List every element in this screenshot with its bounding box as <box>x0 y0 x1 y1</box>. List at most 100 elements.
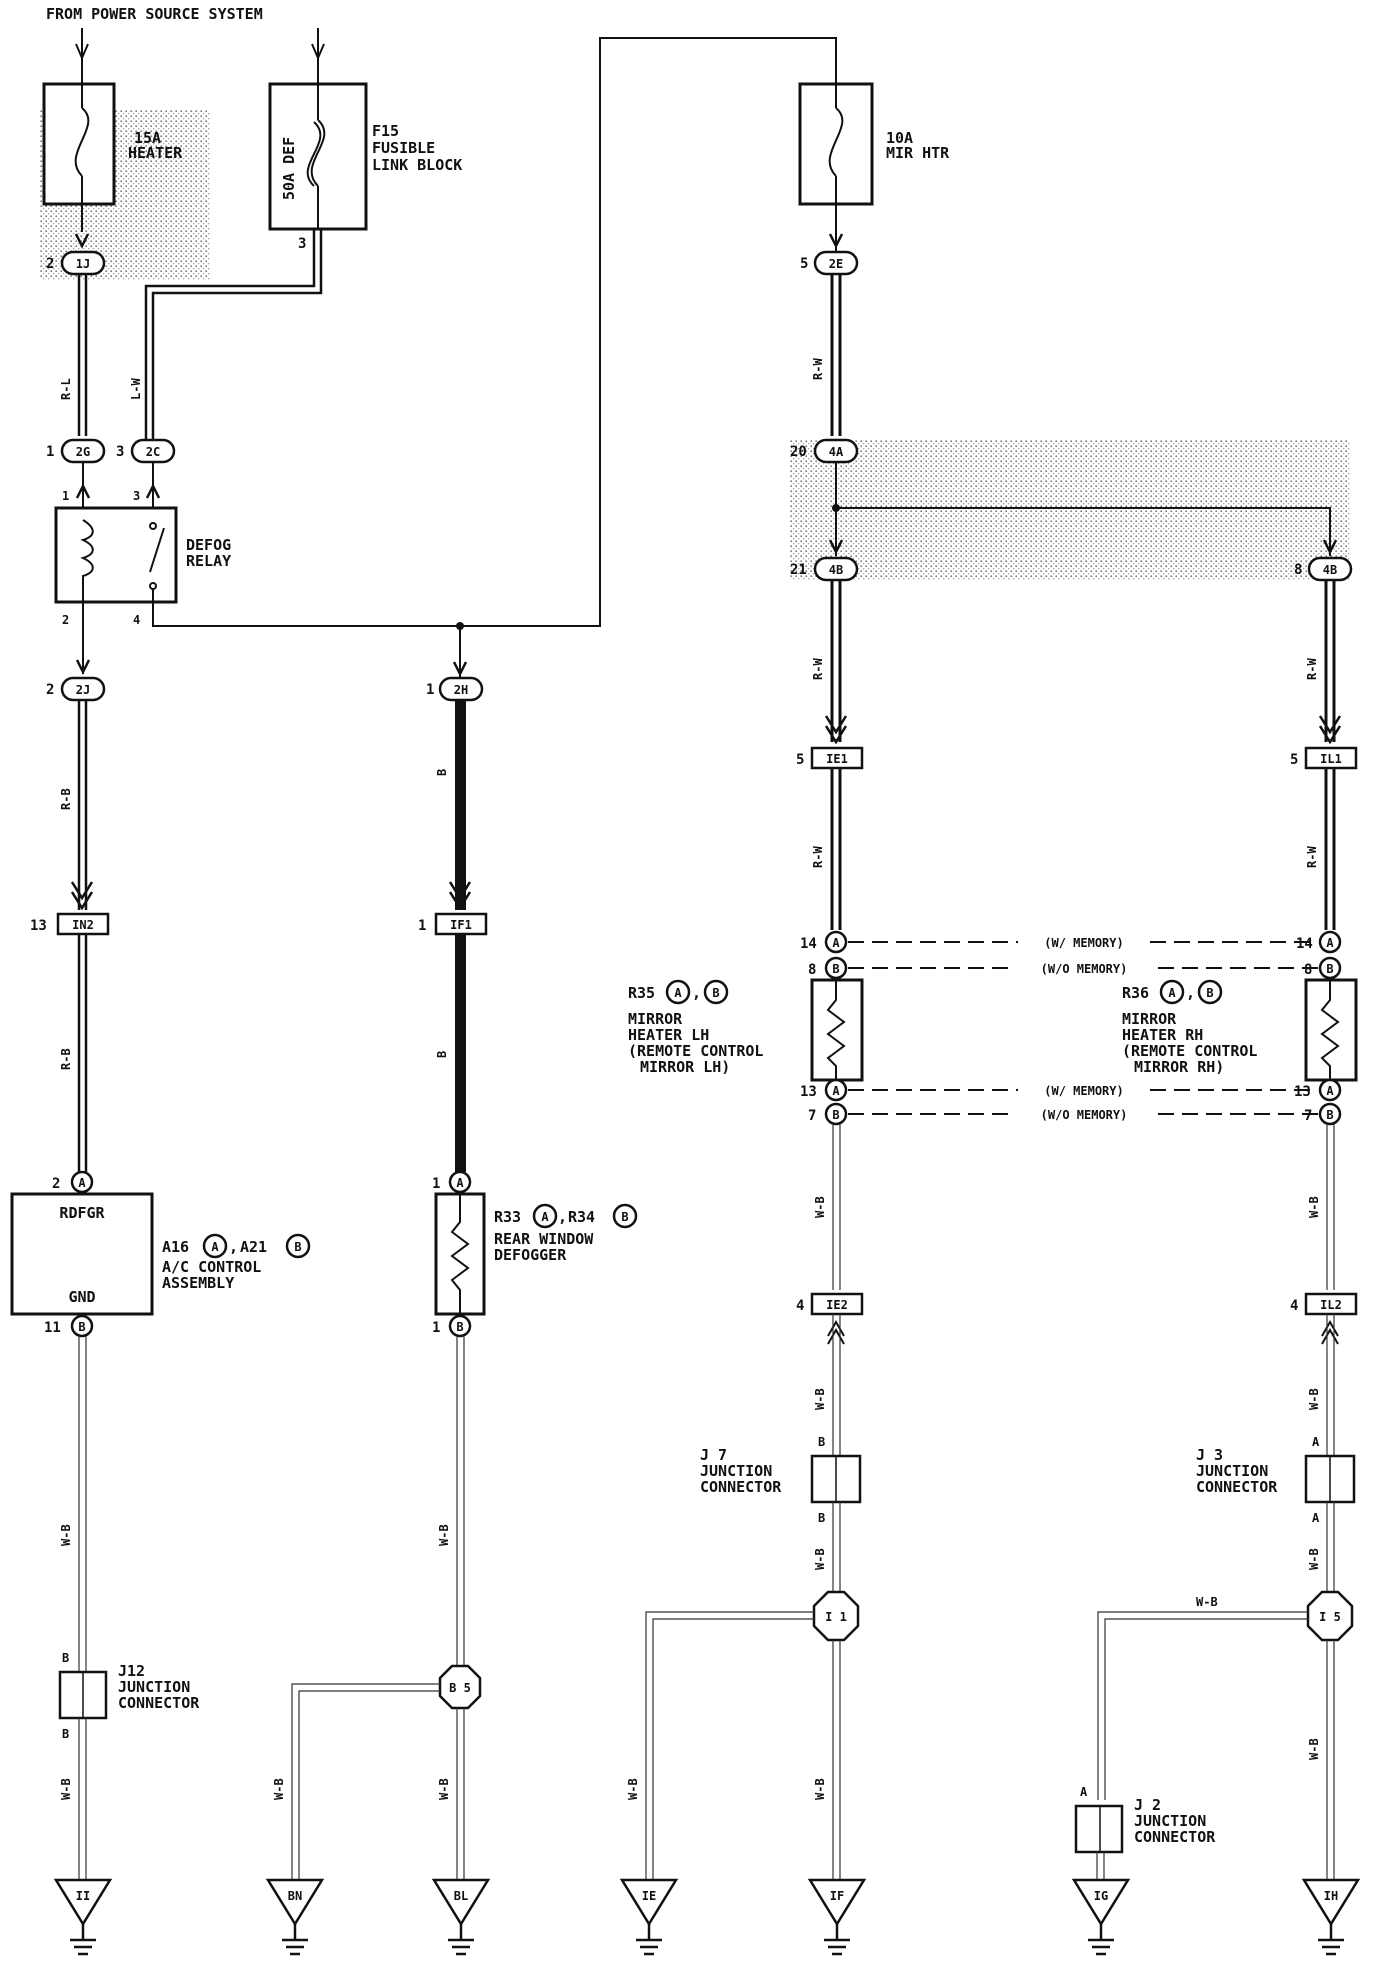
fuse-mir-rating: 10A <box>886 129 913 147</box>
ac-code2: A21 <box>240 1238 267 1256</box>
wire-label-rw-1: R-W <box>811 358 825 380</box>
wire-w-b-il2 <box>1326 1124 1335 1290</box>
wire-branch-rh <box>836 507 1331 556</box>
ac-name2: ASSEMBLY <box>162 1274 234 1292</box>
mirror-rh-name2: HEATER RH <box>1122 1026 1203 1044</box>
wire-label-rl: R-L <box>59 378 73 400</box>
pin-2e: 5 <box>800 256 808 272</box>
wire-label-wb-2: W-B <box>59 1778 73 1800</box>
mirror-lh-code: R35 <box>628 984 655 1002</box>
wire-b-thick <box>455 700 466 910</box>
fuse-element-icon <box>74 107 90 177</box>
defogger-letter-b: B <box>456 1320 463 1334</box>
wire-w-b-ie2 <box>832 1124 841 1290</box>
wire-label-wb-9: W-B <box>626 1778 640 1800</box>
mirror-lh-sep: , <box>692 984 701 1002</box>
wire-l-w <box>144 229 323 440</box>
relay-coil-icon <box>80 519 94 602</box>
connector-2j: 2J <box>76 683 90 697</box>
relay-switch-icon <box>149 527 165 573</box>
j2-top: A <box>1080 1785 1088 1799</box>
wire-label-wb-14: W-B <box>1196 1595 1218 1609</box>
ac-code-sep: , <box>229 1238 238 1256</box>
defogger-code2-letter: B <box>621 1210 628 1224</box>
wire-b-thick-2 <box>455 934 466 1172</box>
mirror-lh-code-b: B <box>712 986 719 1000</box>
wire-label-wb-7: W-B <box>813 1388 827 1410</box>
j2-name1: JUNCTION <box>1134 1812 1206 1830</box>
pin-in2: 13 <box>30 918 47 934</box>
power-arrow-def <box>311 28 325 88</box>
memory-with-bot: (W/ MEMORY) <box>1044 1084 1123 1098</box>
fuse-def-name2: LINK BLOCK <box>372 156 462 174</box>
mirror-lh-name4: MIRROR LH) <box>640 1058 730 1076</box>
relay-output-bus <box>152 37 837 627</box>
wire-r-w-3 <box>830 768 842 930</box>
connector-ie1: IE1 <box>826 752 848 766</box>
pin-1j: 2 <box>46 256 54 272</box>
ac-control-assembly <box>10 1192 154 1316</box>
ac-terminal-gnd: GND <box>68 1288 95 1306</box>
wire-w-b-b5 <box>456 1336 465 1668</box>
mirror-rh-name4: MIRROR RH) <box>1134 1058 1224 1076</box>
ground-ie <box>619 1878 679 1956</box>
wire-label-wb-1: W-B <box>59 1524 73 1546</box>
wire-label-b-2: B <box>435 1051 449 1058</box>
connector-in2: IN2 <box>72 918 94 932</box>
power-arrow-heater <box>75 28 89 88</box>
wire-label-wb-6: W-B <box>813 1196 827 1218</box>
wire-label-wb-12: W-B <box>1307 1388 1321 1410</box>
j2-name2: CONNECTOR <box>1134 1828 1216 1846</box>
power-source-label: FROM POWER SOURCE SYSTEM <box>46 5 263 23</box>
ground-bn <box>265 1878 325 1956</box>
wire-label-wb-8: W-B <box>813 1548 827 1570</box>
ac-pin-b: 11 <box>44 1320 61 1336</box>
rh-letter-a-bot: A <box>1326 1084 1334 1098</box>
mirror-lh-name2: HEATER LH <box>628 1026 709 1044</box>
wire-label-rw-4: R-W <box>1305 658 1319 680</box>
connector-2e: 2E <box>829 257 843 271</box>
pin-if1: 1 <box>418 918 426 934</box>
j12-name1: JUNCTION <box>118 1678 190 1696</box>
rh-pin-7: 7 <box>1304 1108 1312 1124</box>
memory-without-bot: (W/O MEMORY) <box>1041 1108 1128 1122</box>
defogger-letter-a: A <box>456 1176 464 1190</box>
fuse-def-code: F15 <box>372 122 399 140</box>
resistor-icon-lh <box>826 980 846 1080</box>
defogger-name2: DEFOGGER <box>494 1246 567 1264</box>
relay-pin-1: 1 <box>62 489 69 503</box>
lh-letter-a-top: A <box>832 936 840 950</box>
fuse-heater-name: HEATER <box>128 144 183 162</box>
pin-2g: 1 <box>46 444 54 460</box>
ground-bl-label: BL <box>454 1889 468 1903</box>
j3-top: A <box>1312 1435 1320 1449</box>
pin-ie1: 5 <box>796 752 804 768</box>
ac-pin-a: 2 <box>52 1176 60 1192</box>
pin-2h: 1 <box>426 682 434 698</box>
pin-4b-lh: 21 <box>790 562 807 578</box>
fuse-heater <box>42 82 116 206</box>
ac-terminal-rdfgr: RDFGR <box>59 1204 105 1222</box>
j12-top: B <box>62 1651 69 1665</box>
ac-code2-letter: B <box>294 1240 301 1254</box>
relay-pin-3: 3 <box>133 489 140 503</box>
wire-label-wb-3: W-B <box>437 1524 451 1546</box>
ground-bn-label: BN <box>288 1889 302 1903</box>
fuse-mir-name: MIR HTR <box>886 144 950 162</box>
pin-2c: 3 <box>116 444 124 460</box>
mirror-rh-code: R36 <box>1122 984 1149 1002</box>
rh-letter-b-top: B <box>1326 962 1333 976</box>
j7-code: J 7 <box>700 1446 727 1464</box>
ground-ii <box>53 1878 113 1956</box>
lh-pin-8: 8 <box>808 962 816 978</box>
relay-name2: RELAY <box>186 552 231 570</box>
fuse-def-pin: 3 <box>298 236 306 252</box>
ac-letter-a: A <box>78 1176 86 1190</box>
j7-name2: CONNECTOR <box>700 1478 782 1496</box>
splice-i5 <box>1306 1590 1354 1642</box>
wire-r-b <box>77 700 88 910</box>
pin-2j: 2 <box>46 682 54 698</box>
wire-r-w-2 <box>830 580 842 742</box>
wire-label-lw: L-W <box>129 378 143 400</box>
